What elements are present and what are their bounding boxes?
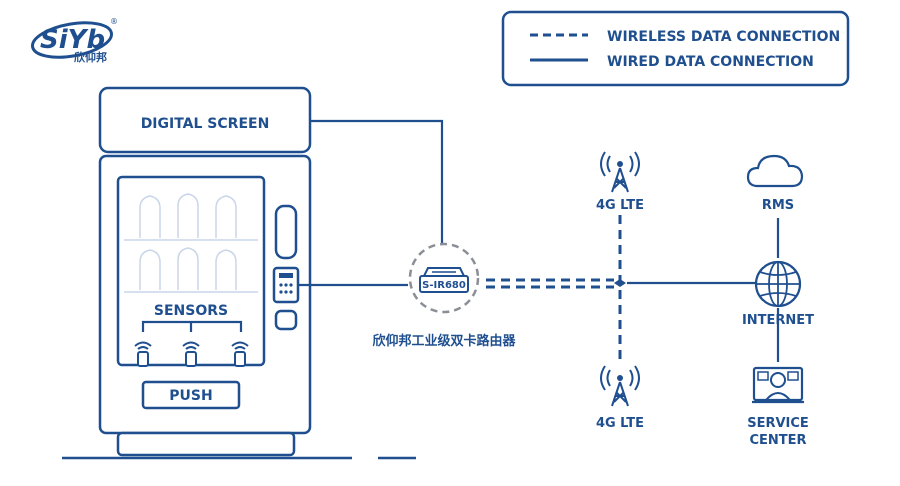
signal-tower-icon	[600, 151, 640, 193]
card-reader	[274, 309, 298, 331]
router-caption: 欣仰邦工业级双卡路由器	[372, 333, 516, 349]
cloud-icon	[746, 154, 804, 188]
screen-to-router-wire	[310, 119, 444, 246]
tower-top-label: 4G LTE	[596, 198, 644, 213]
wifi-sensor-icon	[182, 341, 200, 367]
product-shelves	[124, 193, 258, 293]
wifi-sensor-icon	[231, 341, 249, 367]
service-center-label-line1: SERVICE	[747, 416, 809, 431]
router-model: S-IR680	[422, 280, 466, 291]
globe-icon	[754, 260, 802, 308]
logo-registered: ®	[110, 17, 118, 26]
logo: SiYb ® 欣仰邦	[31, 17, 118, 64]
logo-wordmark: SiYb	[40, 25, 105, 55]
legend-wireless-label: WIRELESS DATA CONNECTION	[607, 29, 840, 45]
legend: WIRELESS DATA CONNECTION WIRED DATA CONN…	[501, 10, 850, 87]
wireless-junction	[614, 279, 626, 287]
wired-connections	[298, 119, 780, 362]
internet-label: INTERNET	[742, 313, 814, 328]
push-label: PUSH	[169, 388, 212, 404]
digital-screen-label: DIGITAL SCREEN	[141, 116, 270, 132]
legend-wired-label: WIRED DATA CONNECTION	[607, 54, 814, 70]
signal-tower-icon	[600, 365, 640, 407]
service-center-icon	[752, 366, 804, 404]
router-icon	[422, 267, 466, 277]
logo-swoosh	[31, 21, 113, 59]
service-center-label-line2: CENTER	[749, 433, 806, 448]
logo-chinese: 欣仰邦	[74, 50, 107, 64]
legend-box	[501, 10, 850, 87]
push-button	[141, 380, 241, 410]
wifi-sensor-icon	[134, 341, 152, 367]
tower-bottom-label: 4G LTE	[596, 416, 644, 431]
router: S-IR680 欣仰邦工业级双卡路由器	[372, 242, 516, 349]
machine-base	[116, 431, 296, 457]
rms-label: RMS	[762, 198, 794, 213]
wireless-connections	[486, 215, 622, 360]
router-model-plate	[419, 275, 469, 293]
sensors-label: SENSORS	[154, 303, 228, 319]
vending-machine: DIGITAL SCREEN SENSORS	[62, 86, 416, 460]
coin-slot	[274, 204, 298, 260]
